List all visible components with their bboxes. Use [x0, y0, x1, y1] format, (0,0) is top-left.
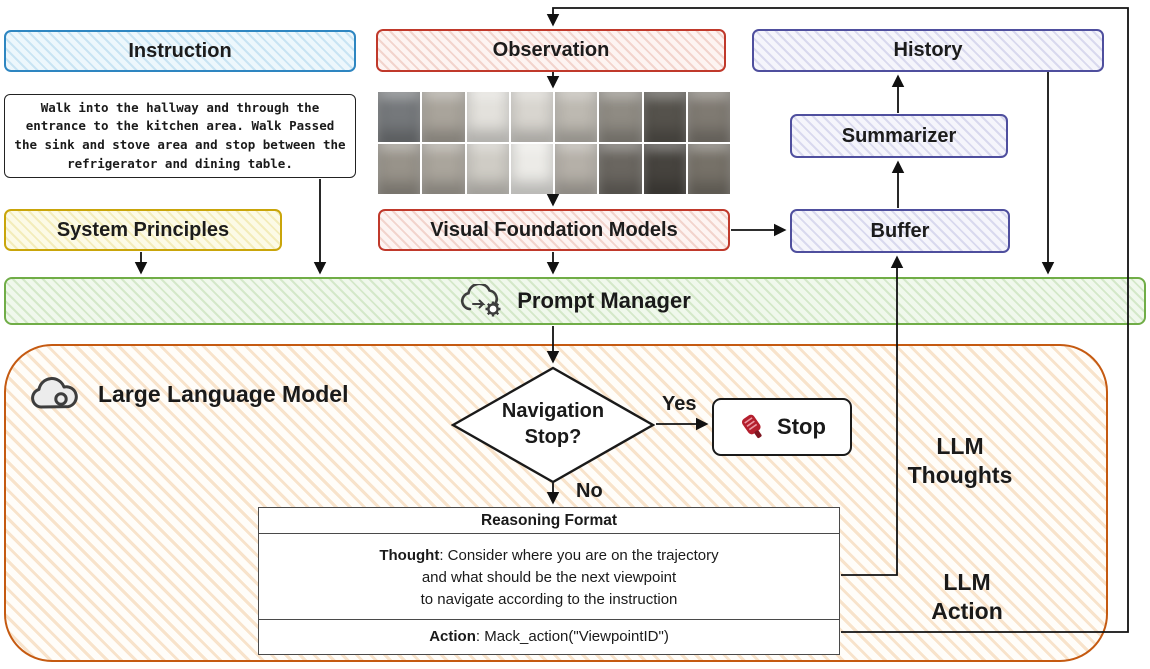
- panorama-tile: [466, 92, 509, 142]
- history-label: History: [893, 39, 963, 61]
- cloud-gear-icon: [459, 284, 505, 318]
- llm-thoughts-label: LLM Thoughts: [907, 433, 1013, 488]
- panorama-tile: [687, 92, 730, 142]
- cloud-icon: [28, 376, 80, 412]
- observation-node: Observation: [376, 29, 726, 72]
- llm-action-label: LLM Action: [931, 569, 1003, 624]
- panorama-tile: [510, 92, 553, 142]
- visual-foundation-models-label: Visual Foundation Models: [430, 218, 678, 241]
- yes-label: Yes: [662, 393, 697, 415]
- navigation-stop-question: Navigation Stop?: [501, 400, 605, 448]
- panorama-tile: [466, 144, 509, 194]
- panorama-tile: [378, 92, 421, 142]
- panorama-tile: [510, 144, 553, 194]
- panorama-tile: [687, 144, 730, 194]
- action-label: Action: [429, 628, 476, 646]
- llm-header: Large Language Model: [28, 376, 348, 412]
- instruction-node: Instruction: [4, 30, 356, 72]
- panorama-tile: [643, 144, 686, 194]
- no-label: No: [576, 480, 603, 502]
- action-body: : Mack_action("ViewpointID"): [475, 628, 669, 646]
- instruction-text-note: Walk into the hallway and through the en…: [4, 94, 356, 178]
- reasoning-action: Action: Mack_action("ViewpointID"): [259, 619, 839, 653]
- panorama-tile: [555, 144, 598, 194]
- panorama-tile: [599, 92, 642, 142]
- buffer-label: Buffer: [870, 219, 930, 242]
- prompt-manager-node: Prompt Manager: [4, 277, 1146, 325]
- thought-label: Thought: [379, 547, 440, 564]
- reasoning-format-title: Reasoning Format: [259, 508, 839, 534]
- summarizer-label: Summarizer: [841, 124, 957, 147]
- system-principles-label: System Principles: [56, 218, 230, 241]
- history-node: History: [752, 29, 1104, 72]
- stop-node: Stop: [712, 398, 852, 456]
- thought-body: : Consider where you are on the trajecto…: [420, 547, 719, 608]
- summarizer-node: Summarizer: [790, 114, 1008, 158]
- buffer-node: Buffer: [790, 209, 1010, 253]
- panorama-tile: [422, 92, 465, 142]
- visual-foundation-models-node: Visual Foundation Models: [378, 209, 730, 251]
- large-language-model-label: Large Language Model: [98, 380, 349, 407]
- stop-stamp-icon: [738, 412, 768, 442]
- observation-label: Observation: [492, 39, 610, 61]
- instruction-label: Instruction: [128, 39, 232, 62]
- reasoning-format-box: Reasoning Format Thought: Consider where…: [258, 507, 840, 655]
- system-principles-node: System Principles: [4, 209, 282, 251]
- instruction-text: Walk into the hallway and through the en…: [14, 99, 346, 171]
- panorama-grid: [378, 92, 730, 194]
- reasoning-thought: Thought: Consider where you are on the t…: [259, 534, 839, 619]
- panorama-tile: [555, 92, 598, 142]
- panorama-tile: [422, 144, 465, 194]
- panorama-tile: [643, 92, 686, 142]
- stop-label: Stop: [777, 414, 826, 439]
- prompt-manager-label: Prompt Manager: [517, 288, 691, 313]
- panorama-tile: [599, 144, 642, 194]
- panorama-tile: [378, 144, 421, 194]
